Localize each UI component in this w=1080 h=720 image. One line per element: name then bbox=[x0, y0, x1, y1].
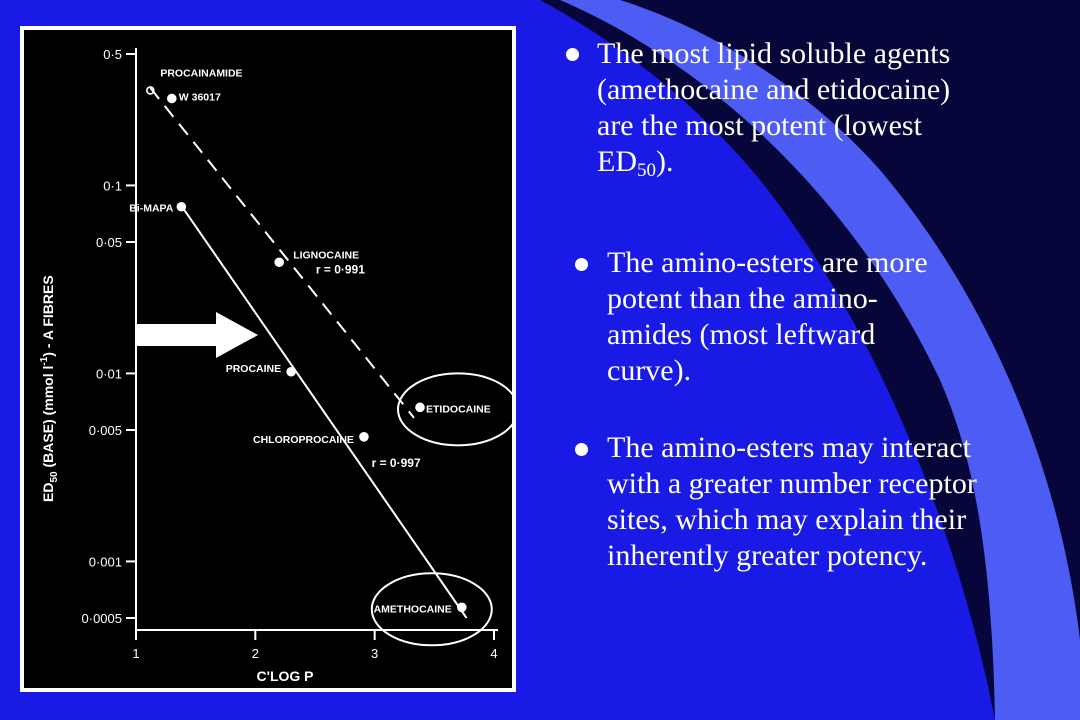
arrow-icon bbox=[136, 312, 258, 358]
bullet-1-text-before: The most lipid soluble agents (amethocai… bbox=[597, 37, 951, 178]
arrow-shape bbox=[136, 312, 258, 358]
point-label-procaine: PROCAINE bbox=[226, 363, 281, 375]
y-axis-label-part: (BASE) (mmol l bbox=[40, 366, 56, 472]
point-label-procainamide: PROCAINAMIDE bbox=[160, 67, 242, 79]
x-axis-label: C'LOG P bbox=[257, 668, 314, 684]
point-label-w-36017: W 36017 bbox=[179, 91, 221, 103]
bullet-1-text-after: ). bbox=[656, 145, 674, 178]
correlation-label-amides: r = 0·991 bbox=[316, 263, 365, 277]
y-axis-label: ED50 (BASE) (mmol l-1) - A FIBRES bbox=[39, 275, 60, 502]
x-tick-label: 1 bbox=[132, 646, 139, 661]
data-point-w-36017 bbox=[167, 93, 177, 104]
correlation-label-esters: r = 0·997 bbox=[372, 456, 421, 470]
data-point-procaine bbox=[286, 366, 296, 377]
data-point-chloroprocaine bbox=[359, 432, 369, 442]
bullet-text-3: The amino-esters may interact with a gre… bbox=[607, 431, 977, 572]
bullet-dot-1 bbox=[566, 48, 579, 61]
chart-regression-lines bbox=[149, 87, 468, 619]
point-label-bi-mapa: Bi-MAPA bbox=[129, 203, 174, 215]
bullet-text-2: The amino-esters are more potent than th… bbox=[607, 246, 928, 387]
point-label-lignocaine: LIGNOCAINE bbox=[293, 249, 359, 261]
point-label-chloroprocaine: CHLOROPROCAINE bbox=[253, 434, 354, 446]
data-point-lignocaine bbox=[274, 257, 285, 268]
point-label-amethocaine: AMETHOCAINE bbox=[374, 603, 452, 615]
x-tick-label: 2 bbox=[252, 646, 259, 661]
data-point-etidocaine bbox=[415, 402, 425, 413]
bullet-text-1: The most lipid soluble agents (amethocai… bbox=[597, 36, 977, 180]
y-tick-label: 0·005 bbox=[89, 423, 122, 438]
background-dark-wedge bbox=[540, 0, 1080, 720]
y-tick-label: 0·05 bbox=[96, 235, 122, 250]
y-axis-label-part: ED bbox=[40, 483, 56, 502]
y-tick-label: 0·0005 bbox=[82, 611, 122, 626]
y-axis-label-part: -1 bbox=[39, 356, 50, 365]
highlight-circle-etidocaine bbox=[397, 372, 516, 447]
y-tick-label: 0·1 bbox=[103, 178, 122, 193]
y-tick-label: 0·5 bbox=[103, 47, 122, 62]
x-tick-label: 4 bbox=[490, 646, 497, 661]
chart: 0·5 0·1 0·05 0·01 0·005 0·001 0·0005 1 2 3 4 r = 0… bbox=[24, 30, 516, 688]
y-axis-label-part: 50 bbox=[49, 471, 60, 483]
y-axis-label-part: ) - A FIBRES bbox=[40, 275, 56, 356]
chart-frame: 0·5 0·1 0·05 0·01 0·005 0·001 0·0005 1 2 3 4 r = 0… bbox=[20, 26, 516, 692]
regression-line-esters bbox=[180, 205, 468, 619]
background-light-swoosh bbox=[560, 0, 1080, 720]
bullet-dot-3 bbox=[575, 443, 588, 456]
x-tick-label: 3 bbox=[371, 646, 378, 661]
highlight-circle-amethocaine bbox=[370, 572, 493, 647]
chart-points bbox=[146, 86, 467, 613]
regression-line-amides bbox=[149, 87, 415, 419]
chart-background bbox=[24, 30, 512, 688]
bullet-1-subscript: 50 bbox=[637, 160, 656, 181]
chart-labels: r = 0·991 r = 0·997 PROCAINAMIDE W 36017LIG… bbox=[129, 67, 516, 647]
y-tick-label: 0·01 bbox=[96, 366, 122, 381]
data-point-amethocaine bbox=[456, 602, 467, 613]
bullet-dot-2 bbox=[575, 258, 588, 271]
y-tick-label: 0·001 bbox=[89, 554, 122, 569]
data-point-bi-mapa bbox=[176, 201, 187, 212]
chart-axes: 0·5 0·1 0·05 0·01 0·005 0·001 0·0005 1 2 3 4 bbox=[82, 47, 498, 661]
data-point-procainamide bbox=[146, 86, 155, 95]
point-label-etidocaine: ETIDOCAINE bbox=[426, 403, 491, 415]
